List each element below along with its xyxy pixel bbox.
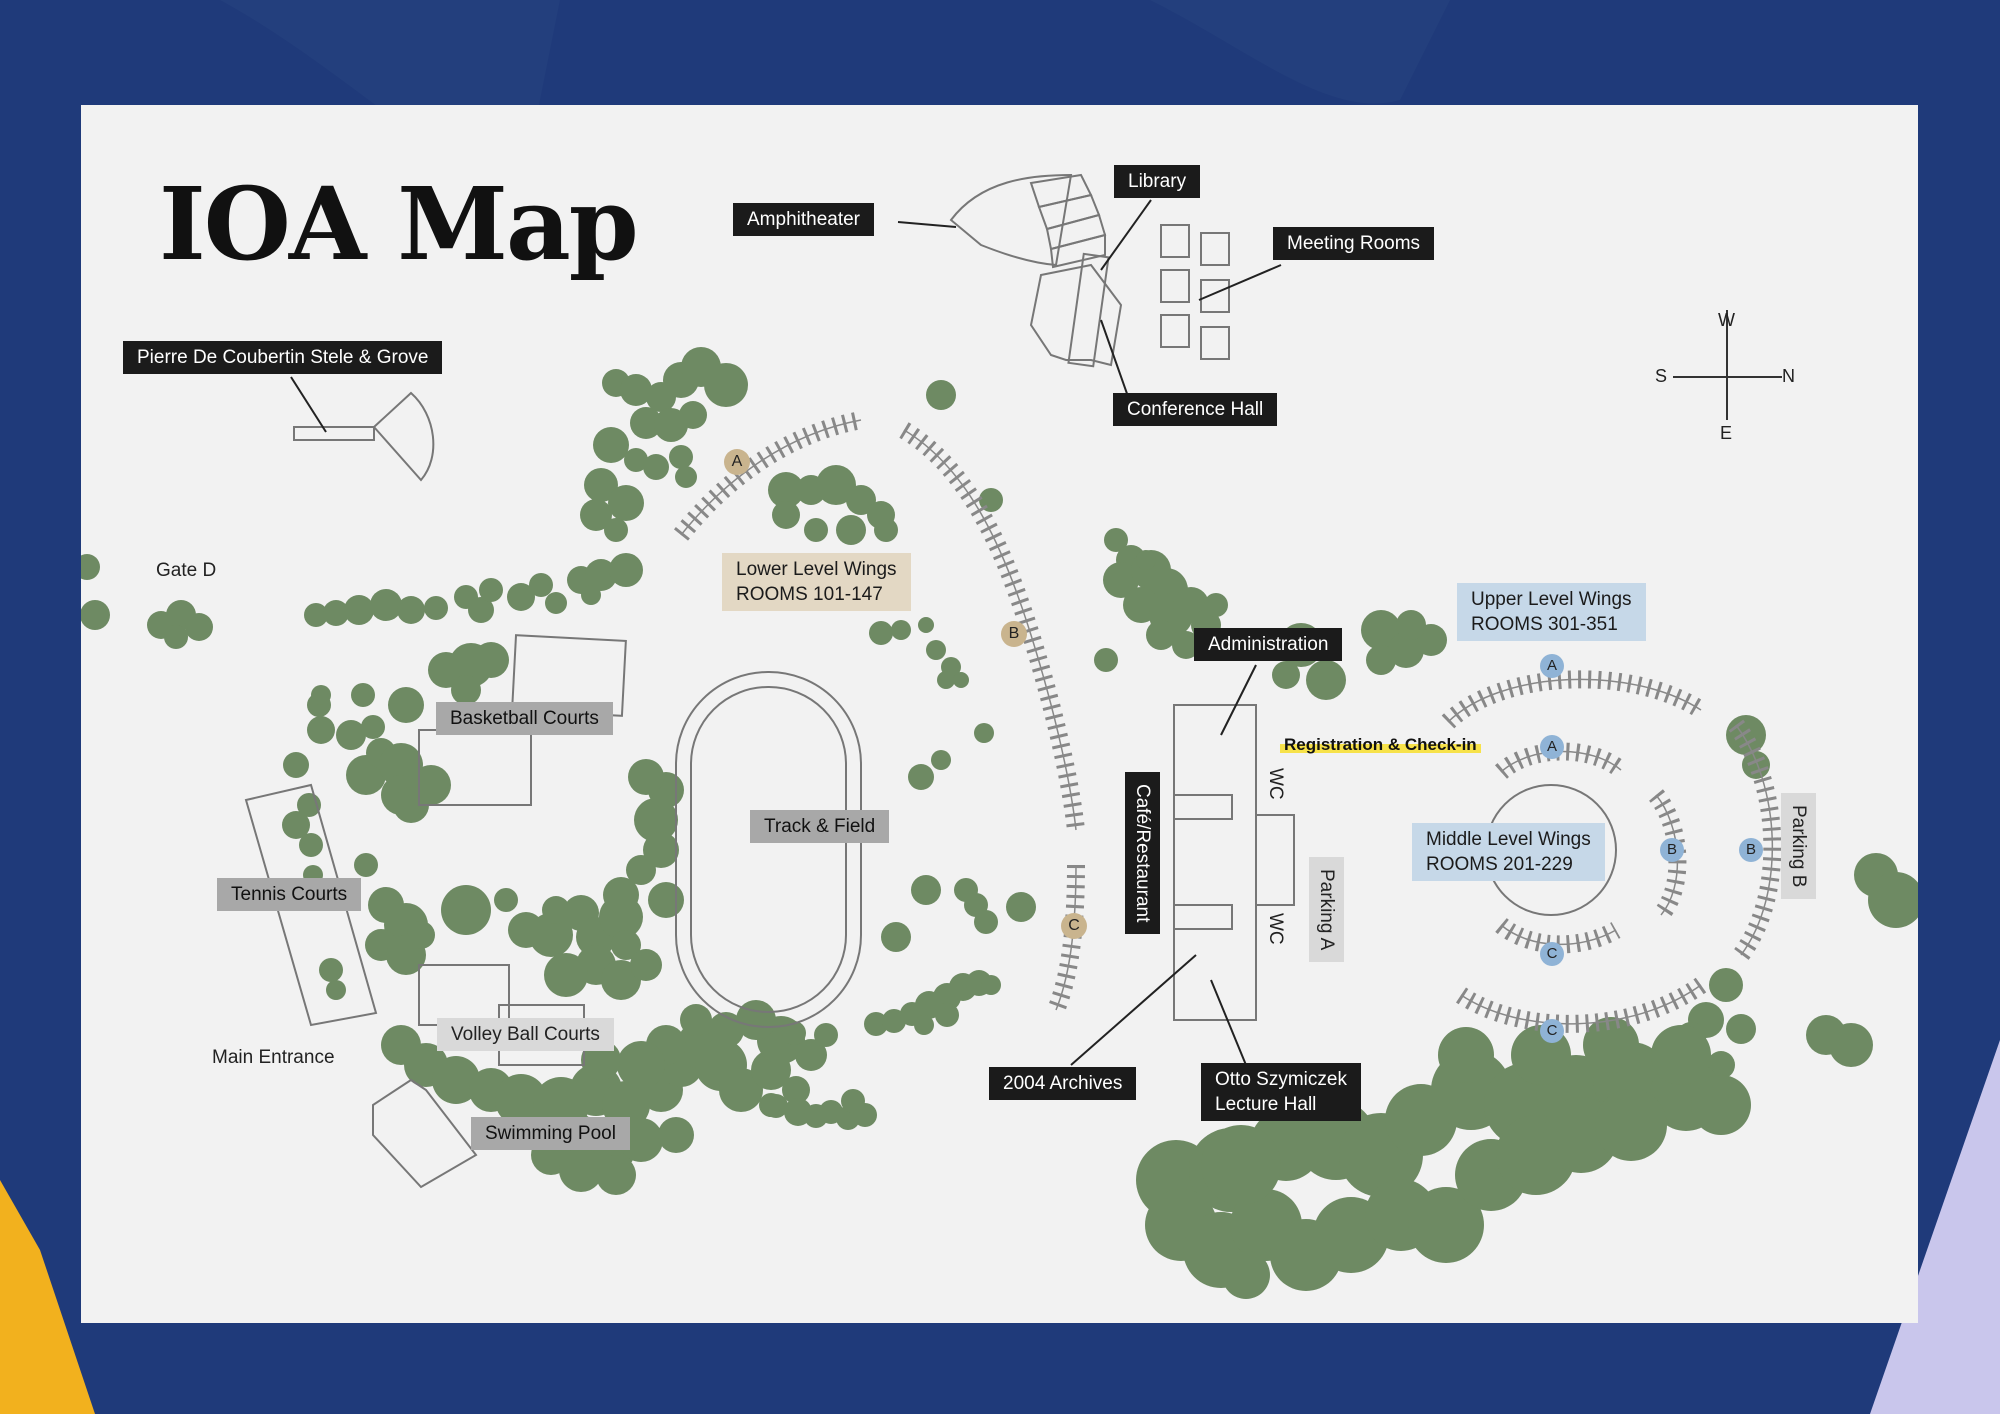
swimming-pool-label[interactable]: Swimming Pool <box>471 1117 630 1150</box>
lecture-hall-type: Lecture Hall <box>1215 1094 1317 1115</box>
page-title: IOA Map <box>159 165 639 283</box>
wc-lower-label[interactable]: WC <box>1265 913 1286 945</box>
coubertin-stele-label[interactable]: Pierre De Coubertin Stele & Grove <box>123 341 443 374</box>
middle-wing-marker-a[interactable]: A <box>1540 735 1564 759</box>
upper-wing-marker-c[interactable]: C <box>1540 1019 1564 1043</box>
tennis-courts-label[interactable]: Tennis Courts <box>217 878 362 911</box>
lower-wing-marker-c[interactable]: C <box>1061 913 1087 939</box>
compass-rose <box>1673 310 1782 420</box>
meeting-rooms-label[interactable]: Meeting Rooms <box>1273 227 1435 260</box>
lower-wing-marker-b[interactable]: B <box>1001 621 1027 647</box>
upper-wing-marker-b[interactable]: B <box>1739 838 1763 862</box>
parking-a-label[interactable]: Parking A <box>1309 857 1344 963</box>
lecture-hall-name: Otto Szymiczek <box>1215 1069 1347 1090</box>
gate-d-label[interactable]: Gate D <box>156 560 217 581</box>
middle-level-wings-label[interactable]: Middle Level Wings ROOMS 201-229 <box>1412 823 1605 881</box>
middle-wing-marker-b[interactable]: B <box>1660 838 1684 862</box>
library-label[interactable]: Library <box>1114 165 1201 198</box>
middle-wing-marker-c[interactable]: C <box>1540 942 1564 966</box>
middle-wings-name: Middle Level Wings <box>1426 829 1591 850</box>
volley-ball-courts-label[interactable]: Volley Ball Courts <box>437 1018 614 1051</box>
basketball-courts-label[interactable]: Basketball Courts <box>436 702 613 735</box>
upper-wings-rooms: ROOMS 301-351 <box>1471 614 1618 635</box>
lower-wing-marker-a[interactable]: A <box>724 449 750 475</box>
archives-label[interactable]: 2004 Archives <box>989 1067 1137 1100</box>
leader-lines <box>290 199 1282 1066</box>
registration-checkin-label[interactable]: Registration & Check-in <box>1280 735 1481 755</box>
conference-hall-label[interactable]: Conference Hall <box>1113 393 1278 426</box>
track-field-label[interactable]: Track & Field <box>750 810 890 843</box>
main-entrance-label[interactable]: Main Entrance <box>212 1047 335 1068</box>
compass-east: E <box>1720 423 1733 443</box>
lower-wings-name: Lower Level Wings <box>736 559 897 580</box>
upper-wings-name: Upper Level Wings <box>1471 589 1632 610</box>
buildings-outlines <box>244 173 1617 1189</box>
campus-map: IOA Map A B C A B C A B C Amphitheater L… <box>81 105 1918 1323</box>
parking-b-label[interactable]: Parking B <box>1781 793 1816 900</box>
cafe-restaurant-label[interactable]: Café/Restaurant <box>1125 772 1160 935</box>
upper-wing-marker-a[interactable]: A <box>1540 654 1564 678</box>
compass-south: S <box>1655 366 1668 386</box>
lecture-hall-label[interactable]: Otto Szymiczek Lecture Hall <box>1201 1063 1361 1121</box>
compass-north: N <box>1782 366 1795 386</box>
amphitheater-label[interactable]: Amphitheater <box>733 203 875 236</box>
trees <box>81 347 1918 1299</box>
compass-west: W <box>1718 310 1735 330</box>
administration-label[interactable]: Administration <box>1194 628 1343 661</box>
lower-level-wings-label[interactable]: Lower Level Wings ROOMS 101-147 <box>722 553 911 611</box>
middle-wings-rooms: ROOMS 201-229 <box>1426 854 1573 875</box>
map-drawing <box>81 173 1918 1299</box>
wing-arcs-outline <box>680 419 1774 1025</box>
upper-level-wings-label[interactable]: Upper Level Wings ROOMS 301-351 <box>1457 583 1646 641</box>
lower-wings-rooms: ROOMS 101-147 <box>736 584 883 605</box>
wc-upper-label[interactable]: WC <box>1265 768 1286 800</box>
